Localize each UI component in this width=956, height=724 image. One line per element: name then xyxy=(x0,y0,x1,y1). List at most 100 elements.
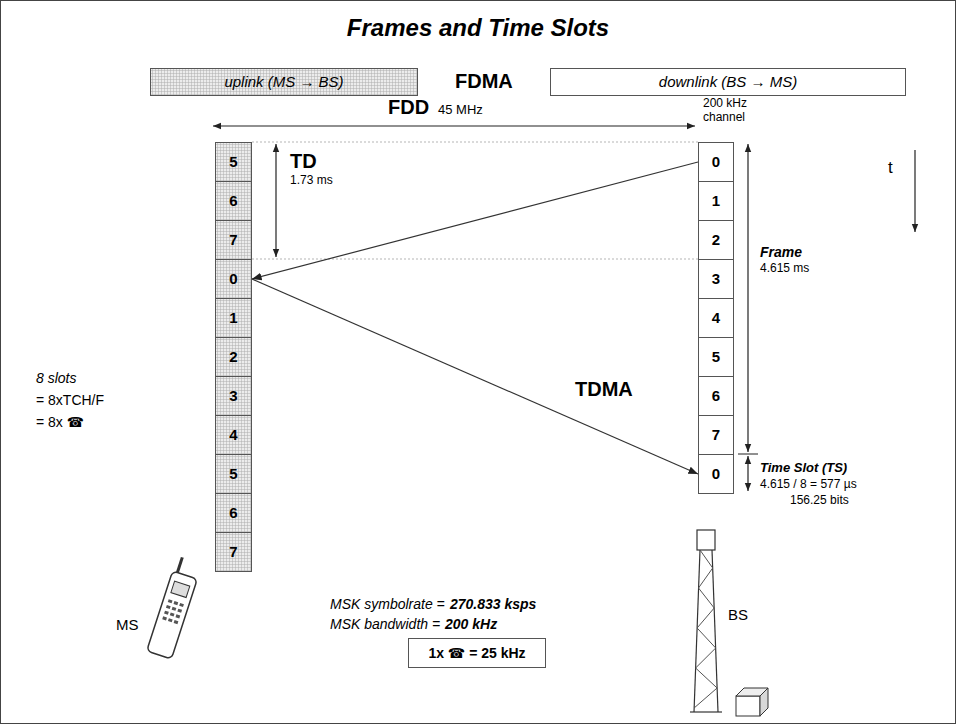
equipment-shelter xyxy=(736,696,760,716)
time-axis-label: t xyxy=(888,158,893,178)
box-text: downlink (BS → MS) xyxy=(659,73,797,90)
downlink-band: downlink (BS → MS) xyxy=(550,68,906,96)
box-text: 0 xyxy=(712,153,720,170)
phone-key xyxy=(168,618,173,622)
phone-key xyxy=(170,612,175,616)
base-station xyxy=(690,530,768,716)
box-text: 1x ☎ = 25 kHz xyxy=(428,645,525,661)
channel-bandwidth-box: 1x ☎ = 25 kHz xyxy=(408,638,546,668)
box-text: 2 xyxy=(229,348,237,365)
time-axis-arrow xyxy=(914,150,915,232)
mast-leg xyxy=(694,550,700,712)
frame-boundary xyxy=(252,259,698,260)
downlink-time-slot: 3 xyxy=(698,259,734,299)
mast-bracing xyxy=(694,550,717,708)
box-text: 3 xyxy=(229,387,237,404)
time-slot-label: Time Slot (TS) xyxy=(760,461,847,476)
phone-key xyxy=(162,616,167,620)
box-text: 6 xyxy=(229,504,237,521)
downlink-time-slot: 1 xyxy=(698,181,734,221)
slot-mapping-arrow xyxy=(252,279,698,474)
downlink-time-slot: 0 xyxy=(698,142,734,182)
downlink-time-slot: 4 xyxy=(698,298,734,338)
channel-width: 200 kHz channel xyxy=(703,97,765,125)
box-text: 7 xyxy=(229,543,237,560)
box-text: 1 xyxy=(229,309,237,326)
uplink-time-slot: 2 xyxy=(215,337,252,377)
time-slot-arrow xyxy=(747,456,748,491)
slot-mapping-arrow xyxy=(252,162,698,279)
uplink-time-slot: 7 xyxy=(215,532,252,572)
uplink-time-slot: 7 xyxy=(215,220,252,260)
phone-key xyxy=(168,599,173,603)
timing-delay-value: 1.73 ms xyxy=(290,174,333,188)
uplink-time-slot: 1 xyxy=(215,298,252,338)
box-text: 2 xyxy=(712,231,720,248)
bandwidth-label: MSK bandwidth = xyxy=(330,616,440,632)
uplink-time-slot: 4 xyxy=(215,415,252,455)
box-text: 0 xyxy=(229,270,237,287)
access-scheme: TDMA xyxy=(575,378,633,401)
phone-key xyxy=(173,601,178,605)
uplink-band: uplink (MS → BS) xyxy=(150,68,418,96)
timing-delay-label: TD xyxy=(290,150,317,173)
phone-key xyxy=(166,605,171,609)
box-text: 6 xyxy=(229,192,237,209)
station-label: BS xyxy=(728,606,748,623)
antenna-panel xyxy=(697,530,715,550)
box-text: 0 xyxy=(712,465,720,482)
phone-body xyxy=(147,571,198,659)
downlink-time-slot: 7 xyxy=(698,415,734,455)
duplex-label: FDD xyxy=(388,96,429,119)
downlink-time-slot: 2 xyxy=(698,220,734,260)
call-count: = 8x ☎ xyxy=(36,414,84,430)
box-text: 3 xyxy=(712,270,720,287)
box-text: 5 xyxy=(229,153,237,170)
station-label: MS xyxy=(116,616,139,633)
timing-delay-arrow xyxy=(275,144,276,257)
phone-key xyxy=(164,611,169,615)
box-text: uplink (MS → BS) xyxy=(224,73,343,90)
box-text: 7 xyxy=(712,426,720,443)
duplex-spacing: 45 MHz xyxy=(438,103,483,118)
downlink-time-slot: 6 xyxy=(698,376,734,416)
phone-key xyxy=(172,607,177,611)
frame-label: Frame xyxy=(760,244,802,260)
slot-count: 8 slots xyxy=(36,370,76,386)
downlink-time-slot: 0 xyxy=(698,454,734,494)
box-text: 4 xyxy=(229,426,237,443)
frame-tick xyxy=(738,454,758,455)
uplink-time-slot: 5 xyxy=(215,142,252,182)
frame-boundary xyxy=(252,142,698,143)
uplink-time-slot: 6 xyxy=(215,493,252,533)
phone-screen xyxy=(171,581,190,597)
box-text: 6 xyxy=(712,387,720,404)
box-text: 1 xyxy=(712,192,720,209)
time-slot-bits: 156.25 bits xyxy=(790,494,849,508)
box-text: 5 xyxy=(712,348,720,365)
box-text: 7 xyxy=(229,231,237,248)
bandwidth-value: 200 kHz xyxy=(445,616,497,632)
channel-count: = 8xTCH/F xyxy=(36,392,104,408)
mobile-phone xyxy=(147,556,203,659)
phone-key xyxy=(175,614,180,618)
phone-key xyxy=(179,603,184,607)
access-scheme: FDMA xyxy=(455,70,513,93)
phone-key xyxy=(177,609,182,613)
mast-base xyxy=(690,711,722,712)
frame-arrow xyxy=(747,144,748,452)
uplink-time-slot: 5 xyxy=(215,454,252,494)
symbol-rate-value: 270.833 ksps xyxy=(450,596,536,612)
box-text: 4 xyxy=(712,309,720,326)
duplex-arrow xyxy=(213,125,695,126)
frame-duration: 4.615 ms xyxy=(760,262,809,276)
uplink-time-slot: 3 xyxy=(215,376,252,416)
equipment-shelter xyxy=(760,688,768,716)
downlink-time-slot: 5 xyxy=(698,337,734,377)
uplink-time-slot: 6 xyxy=(215,181,252,221)
phone-key xyxy=(174,620,179,624)
uplink-time-slot: 0 xyxy=(215,259,252,299)
diagram-title: Frames and Time Slots xyxy=(0,14,956,42)
box-text: 5 xyxy=(229,465,237,482)
